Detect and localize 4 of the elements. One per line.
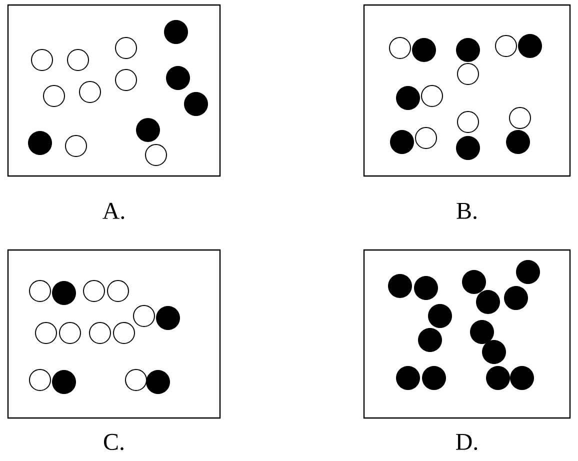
option-label: C. bbox=[104, 434, 124, 450]
option-label: A. bbox=[102, 202, 124, 220]
option-label: D. bbox=[456, 434, 478, 450]
option-label: B. bbox=[456, 202, 476, 220]
